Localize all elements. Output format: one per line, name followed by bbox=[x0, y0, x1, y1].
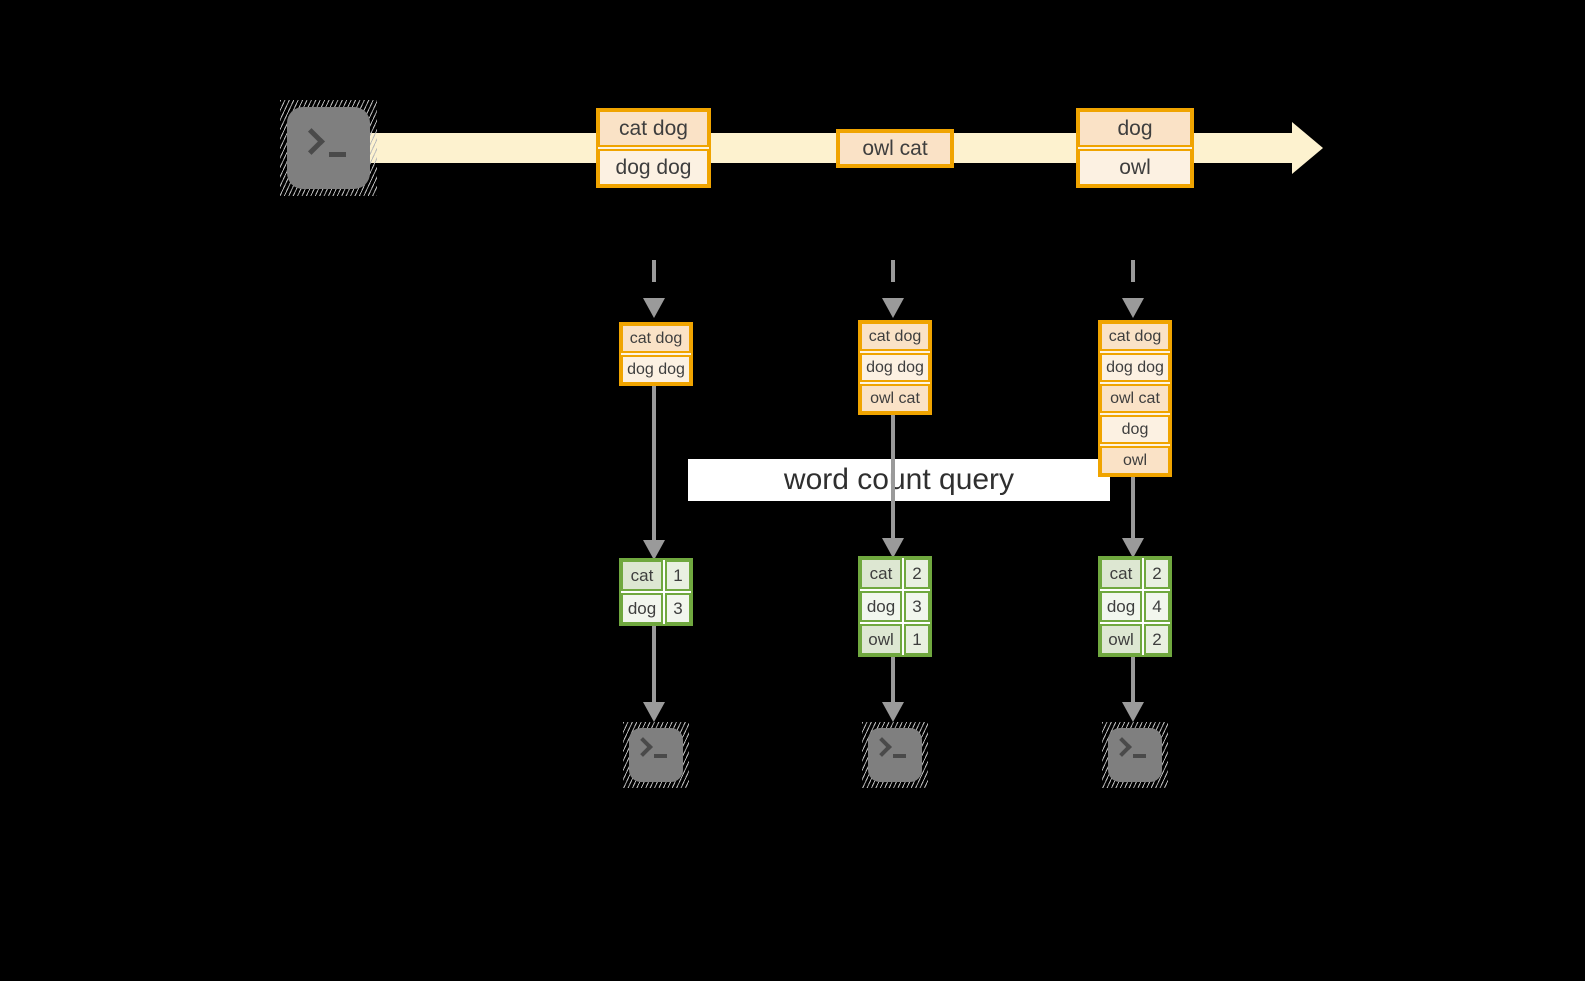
prompt-cursor-icon bbox=[1133, 754, 1146, 758]
text-cell: cat dog bbox=[860, 322, 930, 351]
arrow-head bbox=[643, 540, 665, 560]
arrow-line bbox=[891, 650, 895, 704]
prompt-cursor-icon bbox=[654, 754, 667, 758]
arrow-head bbox=[882, 538, 904, 558]
count-value: 2 bbox=[1144, 558, 1170, 589]
count-value: 2 bbox=[1144, 624, 1170, 655]
text-cell: cat dog bbox=[1100, 322, 1170, 351]
count-word: owl bbox=[1100, 624, 1142, 655]
query-label: word count query bbox=[688, 459, 1110, 501]
stream-arrow-head bbox=[1292, 122, 1323, 174]
terminal-icon bbox=[280, 100, 377, 196]
count-word: dog bbox=[1100, 591, 1142, 622]
terminal-icon bbox=[862, 722, 928, 788]
count-value: 2 bbox=[904, 558, 930, 589]
count-word: dog bbox=[621, 593, 663, 624]
count-word: cat bbox=[621, 560, 663, 591]
count-word: dog bbox=[860, 591, 902, 622]
dashed-arrow-head bbox=[1122, 298, 1144, 318]
count-value: 4 bbox=[1144, 591, 1170, 622]
count-word: owl bbox=[860, 624, 902, 655]
text-cell: dog dog bbox=[1100, 353, 1170, 382]
terminal-icon bbox=[623, 722, 689, 788]
text-cell: cat dog bbox=[621, 324, 691, 353]
text-cell: dog dog bbox=[598, 149, 709, 186]
count-word: cat bbox=[1100, 558, 1142, 589]
prompt-cursor-icon bbox=[329, 152, 346, 157]
count-value: 3 bbox=[665, 593, 691, 624]
arrow-head bbox=[1122, 538, 1144, 558]
prompt-cursor-icon bbox=[893, 754, 906, 758]
arrow-line bbox=[652, 624, 656, 704]
arrow-head bbox=[1122, 702, 1144, 722]
text-cell: dog dog bbox=[860, 353, 930, 382]
count-value: 3 bbox=[904, 591, 930, 622]
arrow-line bbox=[652, 385, 656, 540]
arrow-line bbox=[1131, 476, 1135, 538]
dashed-arrow-head bbox=[643, 298, 665, 318]
stream-batch-2: owl cat bbox=[836, 129, 954, 168]
arrow-line bbox=[1131, 650, 1135, 704]
terminal-icon bbox=[1102, 722, 1168, 788]
count-word: cat bbox=[860, 558, 902, 589]
text-cell: dog dog bbox=[621, 355, 691, 384]
dashed-arrow-line bbox=[891, 260, 895, 294]
terminal-icon-body bbox=[287, 107, 370, 189]
text-cell: cat dog bbox=[598, 110, 709, 147]
count-value: 1 bbox=[665, 560, 691, 591]
text-cell: owl bbox=[1100, 446, 1170, 475]
arrow-line bbox=[891, 410, 895, 538]
dashed-arrow-head bbox=[882, 298, 904, 318]
text-cell: dog bbox=[1100, 415, 1170, 444]
arrow-head bbox=[882, 702, 904, 722]
text-cell: owl bbox=[1078, 149, 1192, 186]
count-value: 1 bbox=[904, 624, 930, 655]
dashed-arrow-line bbox=[652, 260, 656, 294]
text-cell: owl cat bbox=[860, 384, 930, 413]
text-cell: dog bbox=[1078, 110, 1192, 147]
dashed-arrow-line bbox=[1131, 260, 1135, 294]
arrow-head bbox=[643, 702, 665, 722]
text-cell: owl cat bbox=[838, 131, 952, 166]
text-cell: owl cat bbox=[1100, 384, 1170, 413]
